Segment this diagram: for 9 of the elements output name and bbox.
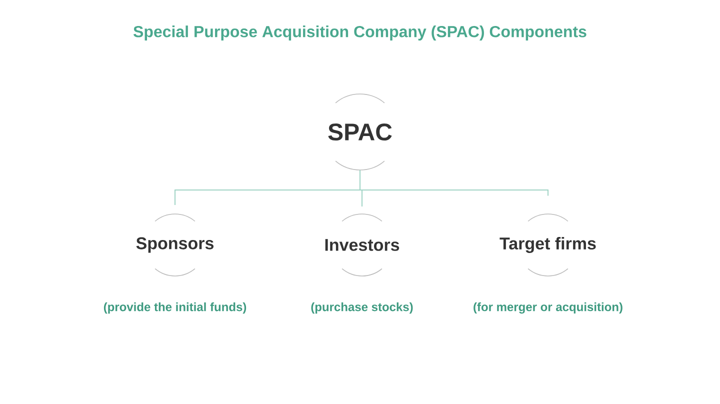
- note: (purchase stocks): [311, 302, 413, 314]
- node-text: Investors: [325, 239, 400, 251]
- node-text: Sponsors: [136, 237, 214, 253]
- connector-line: [360, 170, 548, 196]
- node-text: SPAC: [328, 124, 392, 140]
- note: (for merger or acquisition): [474, 302, 622, 314]
- title: Special Purpose Acquisition Company (SPAC) Components: [133, 26, 586, 40]
- node-text: Target firms: [500, 237, 596, 253]
- note: (provide the initial funds): [104, 302, 246, 314]
